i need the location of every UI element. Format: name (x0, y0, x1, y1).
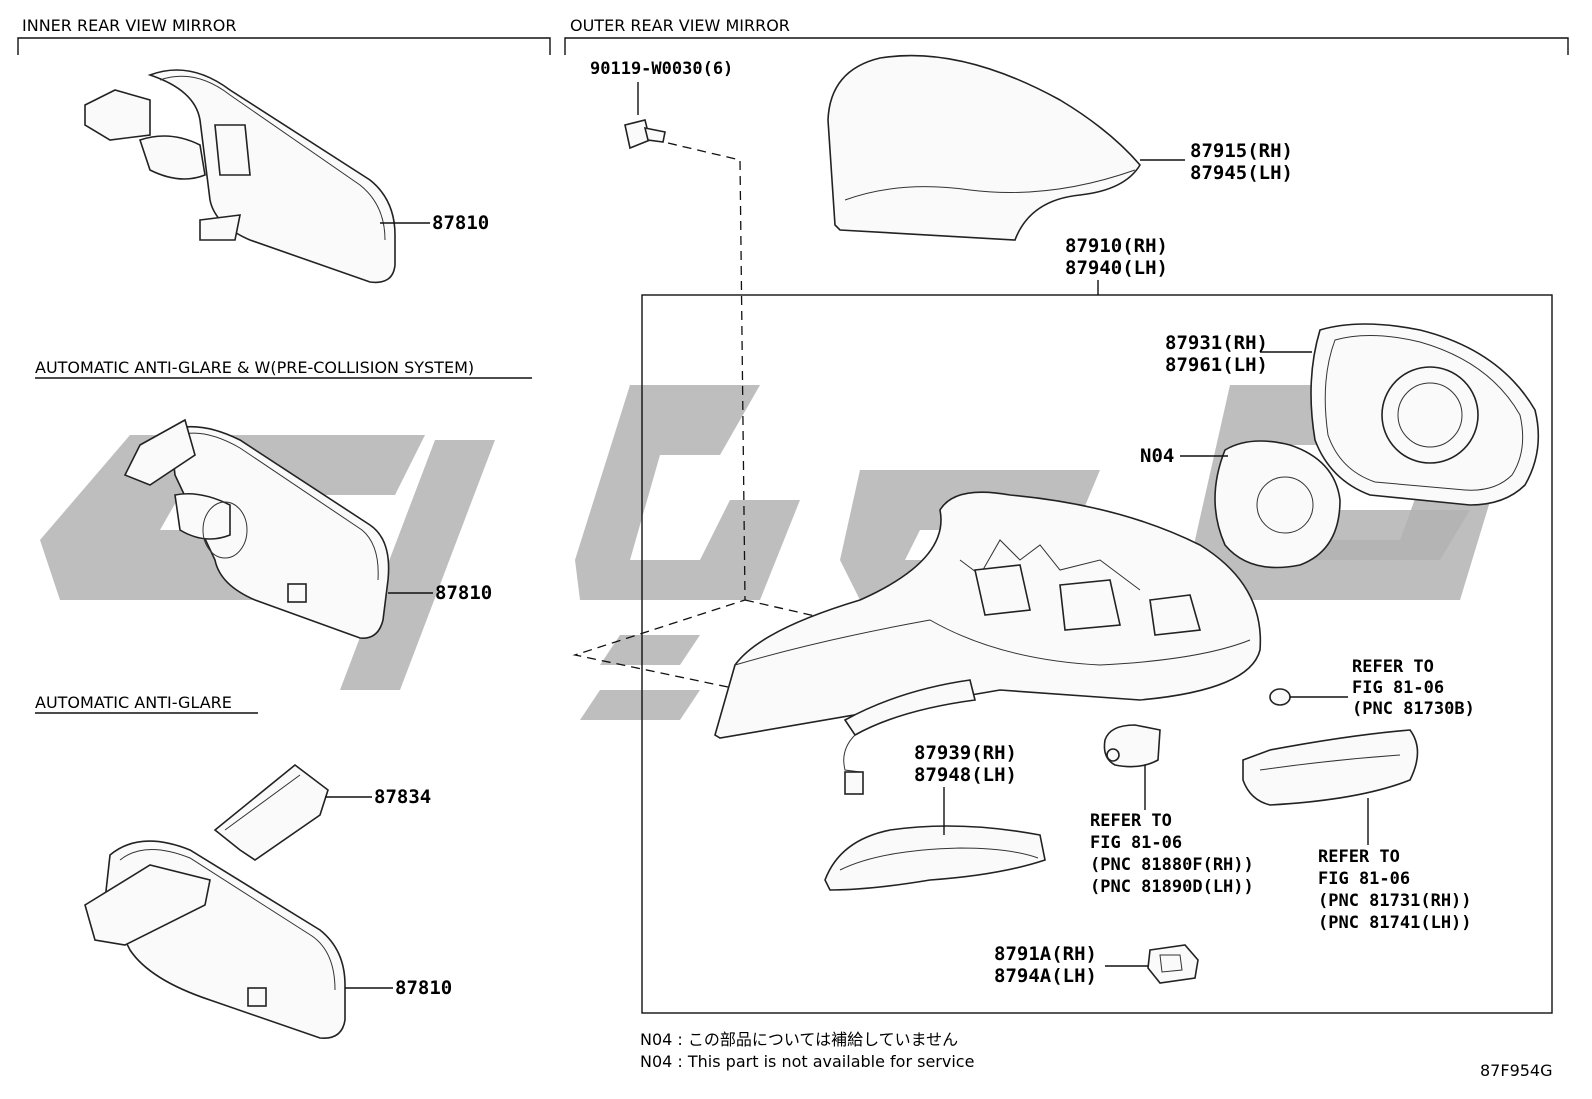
inner-mirror-1-drawing (84, 69, 396, 284)
ref-c-line-2: FIG 81-06 (1318, 869, 1410, 889)
part-87810-2: 87810 (435, 582, 492, 604)
part-87834: 87834 (374, 786, 431, 808)
part-n04: N04 (1140, 445, 1174, 467)
ref-b-line-2: FIG 81-06 (1090, 833, 1182, 853)
outer-section-bracket (564, 37, 1569, 55)
auto-header: AUTOMATIC ANTI-GLARE (35, 693, 232, 712)
screw-drawing (624, 119, 666, 150)
inner-mirror-2-drawing (123, 418, 390, 639)
ref-a-line-1: REFER TO (1352, 657, 1434, 677)
camera-drawing (1103, 724, 1161, 768)
note-en: N04 : This part is not available for ser… (640, 1052, 974, 1071)
part-small-lh: 8794A(LH) (994, 965, 1097, 987)
part-lower-rh: 87939(RH) (914, 742, 1017, 764)
inner-mirror-3-drawing (84, 840, 346, 1039)
part-glass-rh: 87931(RH) (1165, 332, 1268, 354)
auto-w-header: AUTOMATIC ANTI-GLARE & W(PRE-COLLISION S… (35, 358, 474, 377)
ref-b-line-1: REFER TO (1090, 811, 1172, 831)
mirror-cap-drawing (827, 54, 1141, 241)
part-87810-3: 87810 (395, 977, 452, 999)
part-cap-lh: 87945(LH) (1190, 162, 1293, 184)
part-glass-lh: 87961(LH) (1165, 354, 1268, 376)
ref-c-line-1: REFER TO (1318, 847, 1400, 867)
figure-id: 87F954G (1480, 1061, 1553, 1080)
n04-actuator-drawing (1214, 440, 1341, 569)
lower-cover-drawing (824, 825, 1046, 891)
bulb-drawing (1269, 688, 1291, 706)
ref-c-line-3: (PNC 81731(RH)) (1318, 891, 1472, 911)
turn-lamp-drawing (1242, 729, 1419, 806)
part-small-rh: 8791A(RH) (994, 943, 1097, 965)
part-assy-rh: 87910(RH) (1065, 235, 1168, 257)
ref-b-line-4: (PNC 81890D(LH)) (1090, 877, 1254, 897)
ref-b-line-3: (PNC 81880F(RH)) (1090, 855, 1254, 875)
part-lower-lh: 87948(LH) (914, 764, 1017, 786)
note-jp: N04 : この部品については補給していません (640, 1030, 958, 1049)
part-87810-1: 87810 (432, 212, 489, 234)
ref-a-line-2: FIG 81-06 (1352, 678, 1444, 698)
ref-c-line-4: (PNC 81741(LH)) (1318, 913, 1472, 933)
assembly-box (641, 294, 1553, 1014)
outer-mirror-header: OUTER REAR VIEW MIRROR (570, 16, 790, 35)
inner-mirror-header: INNER REAR VIEW MIRROR (22, 16, 237, 35)
small-part-drawing (1147, 944, 1199, 984)
part-assy-lh: 87940(LH) (1065, 257, 1168, 279)
cover-87834-drawing (213, 763, 329, 861)
mirror-glass-drawing (1310, 323, 1540, 506)
part-cap-rh: 87915(RH) (1190, 140, 1293, 162)
mirror-housing-drawing (714, 491, 1262, 795)
ref-a-line-3: (PNC 81730B) (1352, 699, 1475, 719)
part-screw: 90119-W0030(6) (590, 59, 733, 79)
inner-section-bracket (17, 37, 551, 55)
